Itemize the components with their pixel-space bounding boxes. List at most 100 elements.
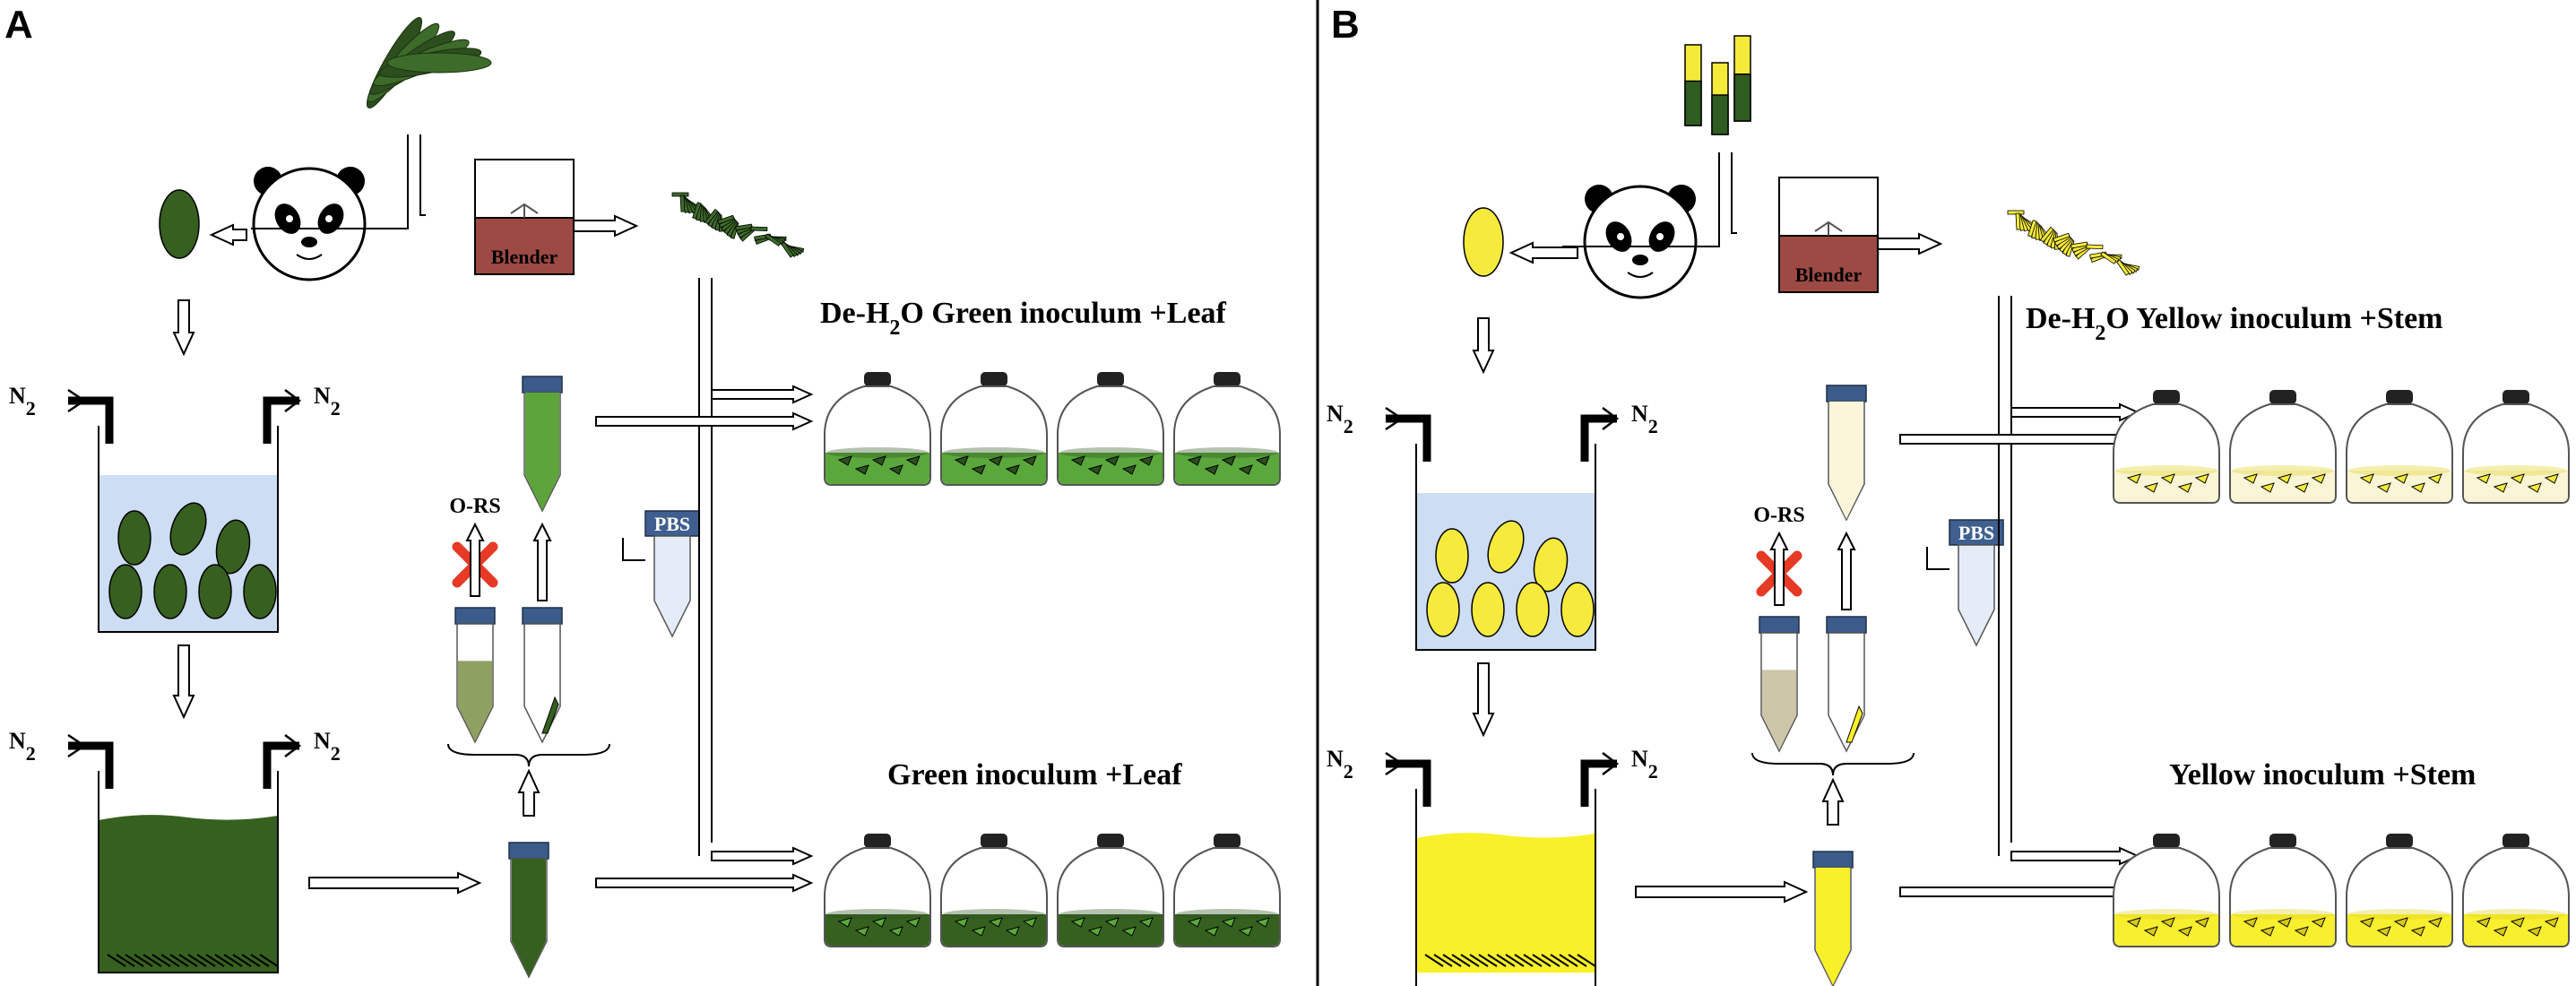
sediment-fiber (241, 954, 261, 967)
fecal-pellet (153, 564, 187, 619)
sediment-fiber (1550, 954, 1569, 967)
substrate-piece (1121, 464, 1137, 475)
supernatant-tube-cap (1759, 616, 1800, 634)
bamboo-leaf-icon (366, 16, 492, 109)
inoculum-tube-liquid (512, 859, 546, 976)
substrate-piece (1121, 926, 1137, 937)
feed-pipe-to-blender (1731, 152, 1737, 234)
sediment-fiber (178, 954, 198, 967)
arrow-wash-to-inoculum (1472, 662, 1495, 738)
bottle-cap (2153, 390, 2180, 404)
sediment-fiber (1514, 954, 1534, 967)
substrate-piece (2410, 926, 2425, 937)
pellet-tube-residue (541, 696, 559, 734)
substrate-piece (1187, 455, 1202, 466)
substrate-piece (1005, 464, 1020, 475)
inoculum-vessel (67, 733, 302, 973)
substrate-piece (2493, 926, 2508, 937)
bottle-surface (2465, 909, 2567, 920)
gas-inlet-pipe (1386, 414, 1431, 462)
panda-icon (1583, 185, 1698, 299)
substrate-piece (2177, 482, 2192, 493)
n2-label: N2 (9, 728, 36, 765)
arrow-tube-to-top-bottles (595, 411, 814, 431)
sediment-fiber (205, 954, 225, 967)
bottle-surface (2465, 465, 2567, 476)
substrate-piece (1087, 926, 1102, 937)
pellet-tube-cap (1826, 616, 1867, 634)
wash-vessel (1385, 406, 1620, 651)
substrate-piece (1221, 917, 1236, 928)
serum-bottle (1057, 834, 1164, 947)
substrate-piece (2376, 926, 2391, 937)
serum-bottle (824, 372, 931, 486)
resuspended-tube-cap (1826, 385, 1867, 402)
fecal-pellet (159, 189, 200, 259)
inoculum-liquid (1416, 833, 1595, 973)
n2-label: N2 (314, 728, 341, 765)
fecal-pellet (108, 564, 143, 619)
bottle-cap (864, 372, 891, 386)
pbs-cap (1949, 519, 2004, 546)
substrate-piece (2427, 473, 2442, 484)
inoculum-tube-liquid (1816, 868, 1850, 985)
arrow-substrate-to-bottom-bottles (2010, 846, 2140, 866)
blender-icon: Blender (474, 159, 575, 275)
substrate-piece (1070, 917, 1085, 928)
resuspended-tube-liquid (525, 393, 559, 510)
substrate-piece (1238, 464, 1253, 475)
sediment-fiber (151, 954, 171, 967)
blender-label: Blender (1795, 264, 1863, 286)
ors-label: O-RS (1753, 504, 1804, 527)
bottle-liquid (2347, 914, 2451, 946)
sediment-fiber (1559, 954, 1578, 967)
feed-pipe-to-blender (419, 134, 426, 216)
bottle-cap (2386, 390, 2413, 404)
substrate-piece (1221, 455, 1236, 466)
n2-label: N2 (1631, 746, 1658, 783)
substrate-piece (2294, 482, 2309, 493)
substrate-piece (837, 917, 852, 928)
sediment-fiber (187, 954, 207, 967)
gas-out-arrowhead (1602, 752, 1620, 775)
sediment-fiber (1532, 954, 1552, 967)
sediment-fiber (1460, 954, 1480, 967)
sediment-fiber (1451, 954, 1471, 967)
gas-inlet-pipe (68, 396, 114, 444)
serum-bottle (2113, 390, 2220, 504)
bottle-liquid (2347, 471, 2451, 502)
substrate-piece (854, 926, 869, 937)
fecal-pellet (1435, 528, 1469, 584)
substrate-piece (2260, 482, 2275, 493)
substrate-piece (2376, 482, 2391, 493)
bottle-surface (2348, 909, 2451, 920)
serum-bottle (2346, 834, 2453, 947)
bottle-cap (2269, 834, 2296, 848)
resuspended-tube-liquid (1829, 402, 1863, 519)
substrate-piece (2143, 482, 2158, 493)
sediment-fiber (169, 954, 189, 967)
fecal-pellet (169, 502, 207, 556)
bottle-cap (981, 372, 1007, 386)
substrate-piece (2476, 473, 2491, 484)
bottle-liquid (2464, 914, 2568, 946)
serum-bottle (1057, 372, 1164, 486)
arrow-pellet-to-resuspend (532, 522, 552, 601)
bottle-surface (1059, 447, 1162, 458)
bottle-cap (1214, 834, 1240, 848)
arrow-substrate-to-bottom-bottles (711, 846, 814, 866)
sediment-fiber (1442, 954, 1462, 967)
substrate-piece (1087, 464, 1102, 475)
substrate-piece (905, 455, 921, 466)
sediment-fiber (1487, 954, 1507, 967)
bottle-cap (2503, 834, 2529, 848)
top-group-label: De-H2O Green inoculum +Leaf (820, 297, 1227, 340)
substrate-piece (888, 926, 903, 937)
substrate-piece (1255, 455, 1270, 466)
substrate-piece (988, 917, 1003, 928)
bottle-surface (2232, 465, 2334, 476)
arrow-tube-to-top-bottles (1899, 429, 2140, 449)
substrate-piece (2126, 473, 2141, 484)
bottle-surface (1059, 909, 1162, 920)
